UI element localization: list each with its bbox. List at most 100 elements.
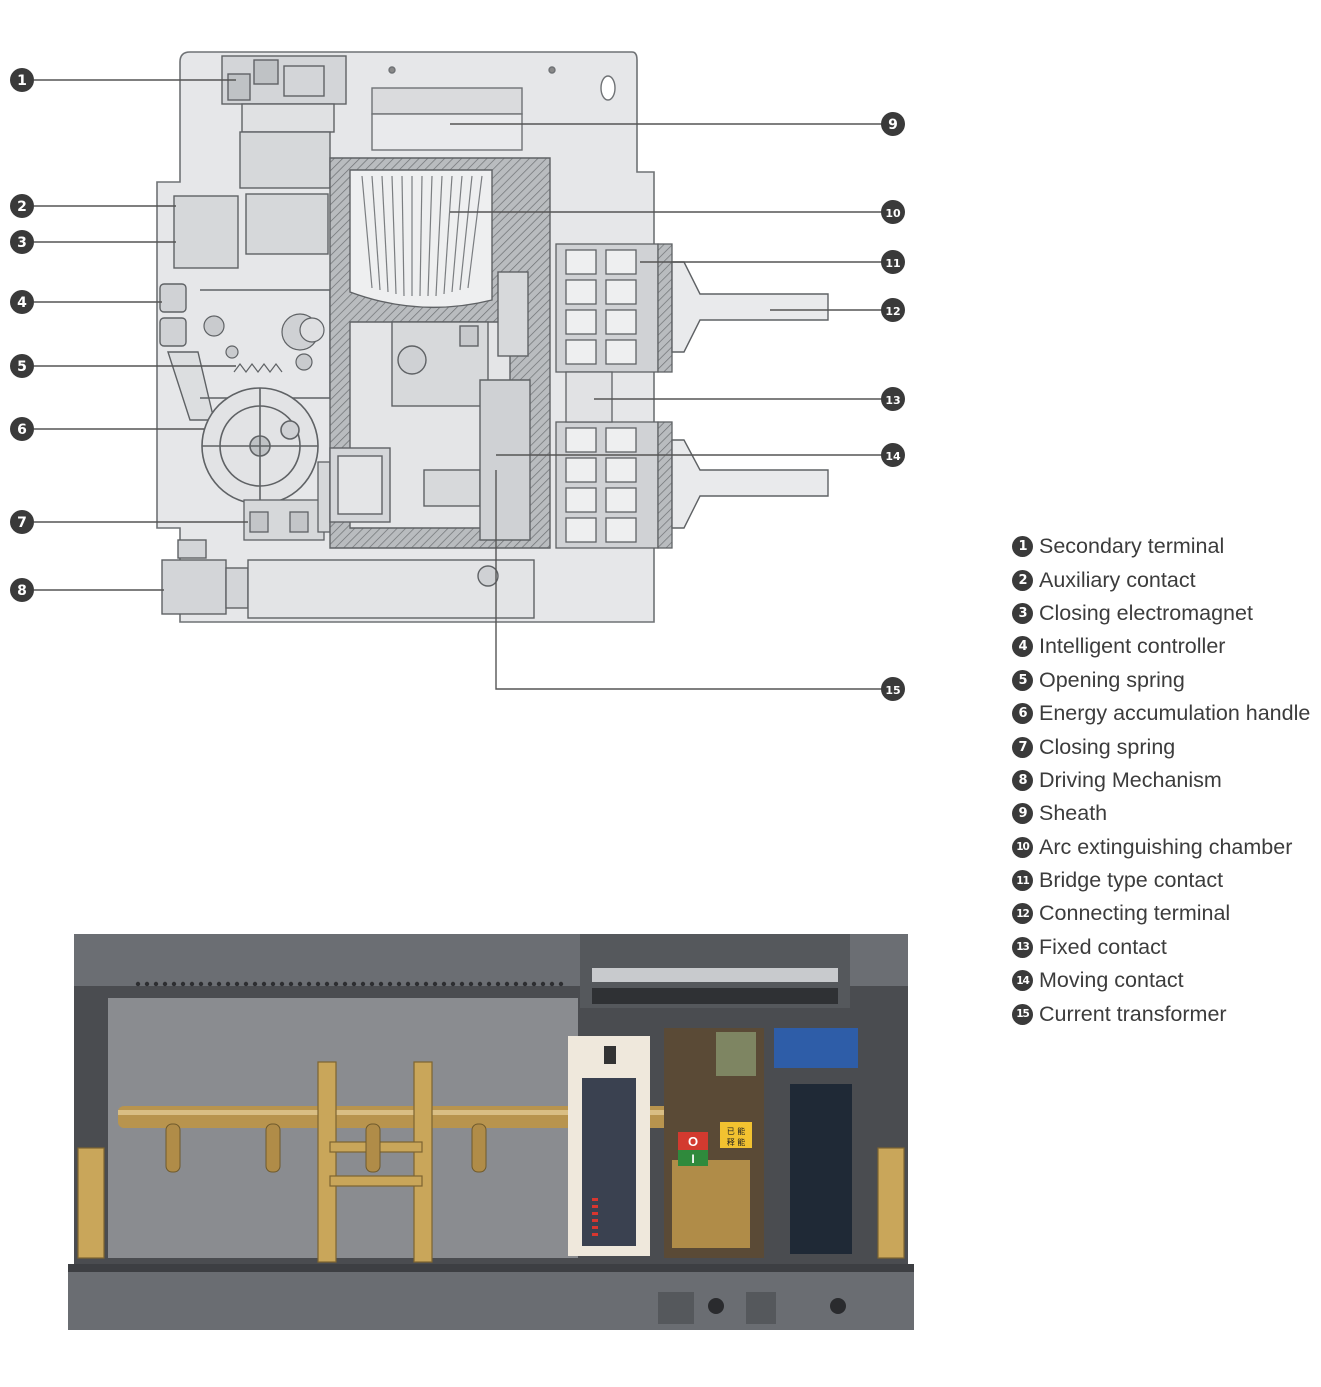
rivet [432,981,438,987]
legend-number-badge: 10 [1012,836,1033,858]
auxiliary-contact [173,131,331,269]
legend-number-badge: 2 [1012,569,1033,591]
rivet [423,981,429,987]
legend-number-badge: 4 [1012,636,1033,658]
breaker-product-photo: O I 已 能 释 能 [68,928,914,1332]
top-rivets [135,981,564,987]
close-button: I [678,1150,708,1166]
legend-number-badge: 7 [1012,736,1033,758]
legend-label: Auxiliary contact [1039,567,1196,592]
rivet [450,981,456,987]
legend-label: Sheath [1039,801,1108,826]
callout-number: 15 [885,684,900,697]
rivet [171,981,177,987]
rivet [369,981,375,987]
rivet [198,981,204,987]
rivet [486,981,492,987]
mechanism-panel [664,1028,858,1258]
legend-item: 2 Auxiliary contact [1012,563,1310,596]
rivet [252,981,258,987]
rivet [558,981,564,987]
legend-number-badge: 13 [1012,936,1033,958]
legend-number-badge: 3 [1012,602,1033,624]
secondary-terminal [221,55,347,133]
legend-item: 3 Closing electromagnet [1012,597,1310,630]
rivet [315,981,321,987]
bridge-type-contact-upper [555,243,673,373]
legend-number-badge: 15 [1012,1003,1033,1025]
rivet [234,981,240,987]
callout-number: 5 [17,359,27,375]
callout-11: 11 [881,250,905,274]
energy-indicator-charged: 已 能 [727,1126,746,1136]
callout-number: 4 [17,295,27,311]
terminal-strip [580,934,850,1008]
rivet [504,981,510,987]
rivet [297,981,303,987]
callout-2: 2 [10,194,34,218]
current-transformer [329,447,391,523]
legend-item: 10 Arc extinguishing chamber [1012,831,1310,864]
rivet [360,981,366,987]
pole-hooks [165,1123,487,1173]
open-button: O [678,1132,708,1150]
rivet [279,981,285,987]
callout-number: 9 [888,117,898,133]
connecting-terminal [671,261,829,529]
callout-14: 14 [881,443,905,467]
callout-number: 2 [17,199,27,215]
legend-label: Current transformer [1039,1001,1227,1026]
rivet [270,981,276,987]
rivet [333,981,339,987]
status-led [592,1212,598,1215]
callout-number: 12 [885,305,900,318]
fixed-contact [565,371,613,423]
callout-6: 6 [10,417,34,441]
legend-number-badge: 5 [1012,669,1033,691]
rivet [387,981,393,987]
legend-label: Closing electromagnet [1039,600,1253,625]
moving-contact [391,271,531,541]
bridge-type-contact-lower [555,421,673,549]
drive-shaft [118,1106,678,1128]
breaker-body [68,928,914,1332]
rivet [531,981,537,987]
callout-number: 3 [17,235,27,251]
rivet [144,981,150,987]
legend-label: Connecting terminal [1039,901,1231,926]
rivet [414,981,420,987]
rivet [495,981,501,987]
energy-accumulation-handle [201,387,319,505]
callout-4: 4 [10,290,34,314]
callout-number: 13 [885,394,900,407]
rivet [459,981,465,987]
legend-label: Arc extinguishing chamber [1039,834,1293,859]
callout-7: 7 [10,510,34,534]
callout-12: 12 [881,298,905,322]
status-led [592,1205,598,1208]
callout-number: 8 [17,583,27,599]
callout-15: 15 [881,677,905,701]
rivet [441,981,447,987]
driving-mechanism [161,539,535,619]
rivet [288,981,294,987]
callout-3: 3 [10,230,34,254]
legend-label: Bridge type contact [1039,868,1224,893]
callout-9: 9 [881,112,905,136]
contact-brackets [77,1061,905,1263]
closing-spring [243,461,331,541]
rivet [342,981,348,987]
rivet [162,981,168,987]
legend-label: Fixed contact [1039,934,1167,959]
rivet [405,981,411,987]
callout-number: 10 [885,207,901,220]
